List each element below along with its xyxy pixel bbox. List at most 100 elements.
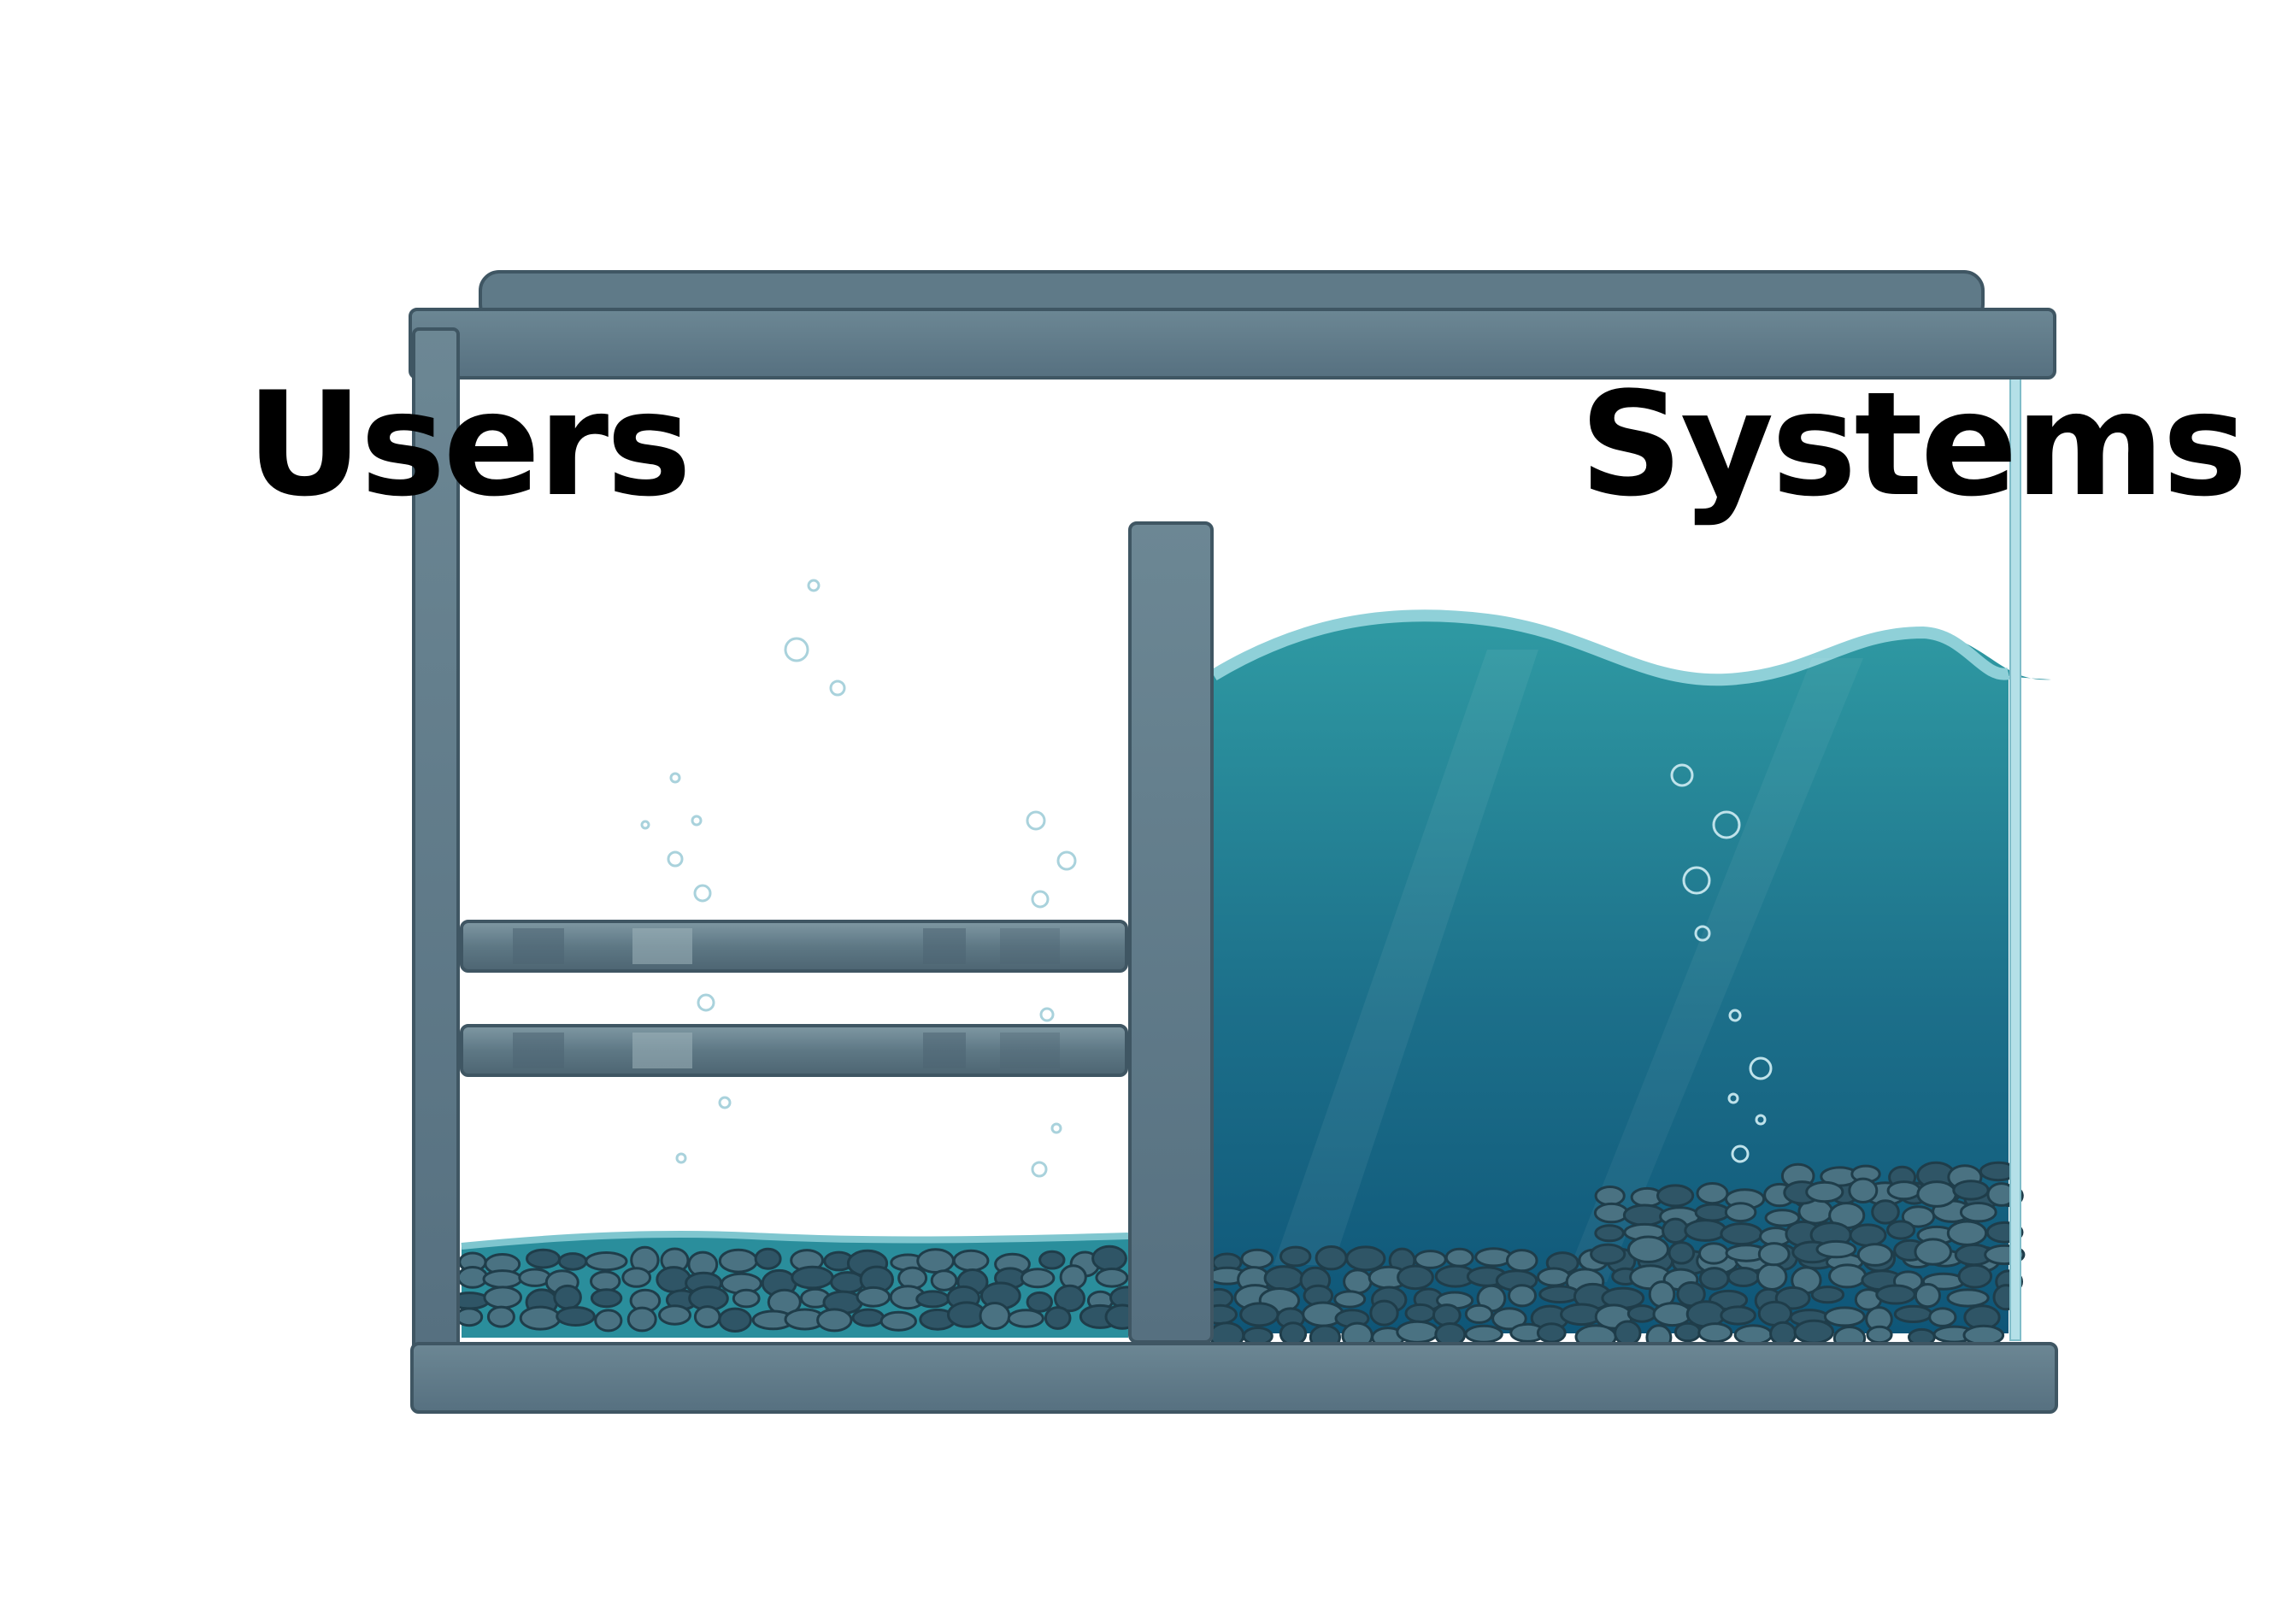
- pebble: [455, 1307, 484, 1327]
- pebble: [1242, 1327, 1273, 1346]
- pebble: [1474, 1247, 1513, 1268]
- pebble: [1594, 1224, 1625, 1243]
- pebble: [851, 1308, 885, 1327]
- pebble: [486, 1305, 515, 1328]
- pebble: [1694, 1203, 1731, 1222]
- pebble: [1404, 1303, 1436, 1324]
- pebble: [1594, 1186, 1626, 1207]
- pebble: [1946, 1220, 1988, 1246]
- pebble: [1764, 1209, 1801, 1227]
- pebble: [718, 1248, 759, 1274]
- pebble: [1793, 1319, 1835, 1345]
- pebble: [526, 1248, 561, 1269]
- pebble: [1369, 1299, 1399, 1327]
- pebble: [1724, 1202, 1757, 1223]
- pebble: [1875, 1284, 1916, 1305]
- pebble: [1815, 1239, 1857, 1259]
- pebble: [456, 1266, 489, 1289]
- pebble: [482, 1269, 523, 1289]
- pebble: [1590, 1243, 1626, 1265]
- shelf: [460, 1024, 1128, 1077]
- pebble: [1537, 1267, 1571, 1287]
- pebble: [1697, 1322, 1733, 1344]
- pebble: [1656, 1184, 1695, 1208]
- pebble: [1626, 1304, 1657, 1323]
- pebble: [916, 1248, 955, 1274]
- pebble: [1333, 1290, 1367, 1309]
- pebble: [1505, 1249, 1538, 1273]
- pebble: [1026, 1291, 1054, 1313]
- pebble: [1508, 1284, 1537, 1308]
- pebble: [979, 1302, 1011, 1330]
- pebble: [1343, 1268, 1373, 1295]
- gravel-bed: [449, 1161, 2026, 1351]
- pebble: [594, 1309, 623, 1333]
- pebble: [1916, 1180, 1957, 1208]
- pebble: [1684, 1219, 1727, 1242]
- pebble: [1720, 1305, 1756, 1326]
- pebble: [1593, 1202, 1629, 1224]
- pebble: [1849, 1223, 1887, 1247]
- pebble: [1871, 1199, 1900, 1225]
- pebble: [1886, 1180, 1921, 1201]
- pebble: [1962, 1324, 2005, 1346]
- pebble: [1396, 1320, 1439, 1344]
- pebble: [1756, 1262, 1788, 1291]
- pebble: [1928, 1307, 1957, 1327]
- pebble: [656, 1266, 692, 1293]
- bubbles: [640, 579, 1773, 1202]
- light-ray: [1564, 658, 1863, 1282]
- pebble: [1054, 1284, 1085, 1313]
- pebble: [621, 1267, 652, 1288]
- pebble: [1856, 1243, 1894, 1267]
- pebble: [585, 1251, 628, 1272]
- pebble: [1464, 1303, 1494, 1324]
- light-ray: [1273, 650, 1538, 1265]
- pebble: [1757, 1242, 1791, 1267]
- pebble: [1673, 1321, 1702, 1343]
- pebble: [658, 1304, 691, 1326]
- pebble: [1345, 1245, 1386, 1272]
- pebble: [1720, 1222, 1763, 1246]
- tank-divider: [1128, 521, 1214, 1344]
- pebble: [1733, 1324, 1773, 1345]
- pebble: [519, 1305, 562, 1331]
- pebble: [1044, 1306, 1072, 1330]
- pebble: [693, 1305, 721, 1329]
- pebble: [915, 1290, 950, 1309]
- pebble: [1914, 1238, 1952, 1266]
- pebble: [718, 1307, 752, 1333]
- pebble: [590, 1270, 621, 1292]
- pebble: [1866, 1325, 1893, 1345]
- pebble: [1038, 1250, 1066, 1270]
- pebble: [590, 1288, 623, 1309]
- pebble: [1397, 1264, 1434, 1291]
- pebble: [556, 1306, 596, 1327]
- pebble: [1848, 1177, 1879, 1204]
- pebble: [1698, 1267, 1730, 1291]
- pebble: [1315, 1245, 1348, 1271]
- pebble: [952, 1249, 990, 1273]
- pebble: [483, 1286, 523, 1309]
- pebble: [1959, 1202, 1997, 1223]
- pebble: [1626, 1235, 1670, 1263]
- pebble: [1279, 1321, 1308, 1346]
- pebble: [1536, 1322, 1567, 1344]
- pebble: [1805, 1180, 1844, 1203]
- pebble: [1698, 1242, 1730, 1265]
- pebble: [930, 1269, 958, 1292]
- pebble: [1810, 1286, 1845, 1304]
- right-water-surface: [1210, 609, 2010, 686]
- pebble: [1769, 1321, 1797, 1346]
- pebble: [1614, 1320, 1642, 1346]
- pebble: [1886, 1220, 1916, 1240]
- pebble: [754, 1247, 782, 1270]
- pebble: [1095, 1268, 1129, 1288]
- pebble: [1091, 1244, 1127, 1272]
- pebble: [1668, 1241, 1696, 1265]
- pebble: [1622, 1203, 1667, 1227]
- pebble: [553, 1284, 582, 1310]
- tank-base: [410, 1342, 2058, 1414]
- pebble: [1652, 1302, 1692, 1327]
